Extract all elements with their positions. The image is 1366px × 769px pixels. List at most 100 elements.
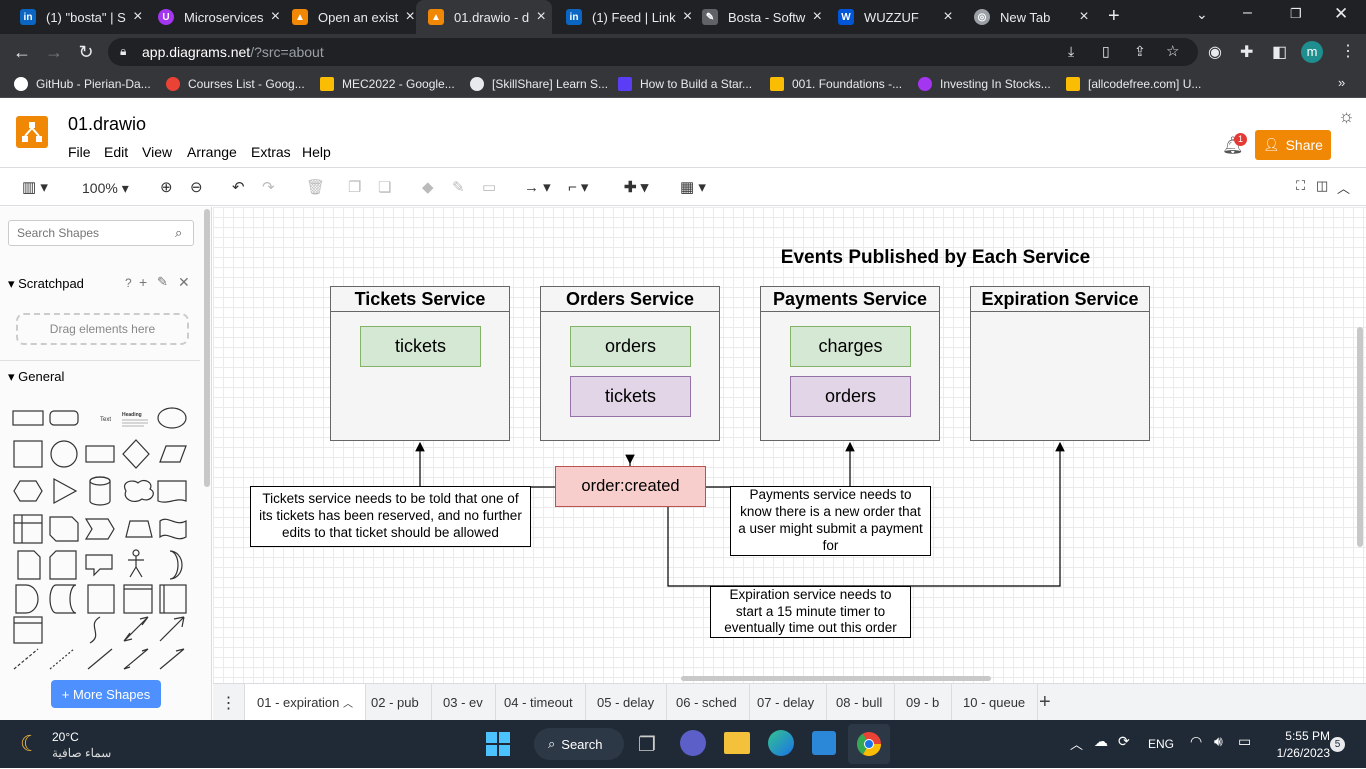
format-panel-icon[interactable]: ▥ ▾ bbox=[22, 179, 48, 196]
bookmark-item[interactable]: Courses List - Goog... bbox=[166, 75, 305, 93]
undo-icon[interactable]: ↶ bbox=[232, 179, 245, 196]
delete-icon[interactable]: 🗑︎ bbox=[306, 179, 326, 196]
browser-tab[interactable]: U Microservices × bbox=[146, 0, 280, 34]
fullscreen-icon[interactable]: ⛶ bbox=[1296, 178, 1306, 193]
bookmark-star-icon[interactable]: ☆ bbox=[1166, 43, 1180, 60]
close-tab-icon[interactable]: × bbox=[270, 8, 281, 25]
theme-sun-icon[interactable]: ☼ bbox=[1338, 106, 1355, 126]
new-tab-plus-icon[interactable]: + bbox=[1108, 5, 1120, 27]
collapse-chevron-icon[interactable]: ︿ bbox=[1337, 181, 1351, 196]
browser-tab[interactable]: ✎ Bosta - Softw × bbox=[690, 0, 824, 34]
expiration-service-box[interactable]: Expiration Service bbox=[970, 286, 1150, 441]
shape-palette-grid[interactable]: Text Heading bbox=[8, 403, 198, 670]
clock-time[interactable]: 5:55 PM bbox=[1285, 729, 1330, 743]
taskbar-search-button[interactable]: ⌕Search bbox=[534, 728, 624, 760]
redo-icon[interactable]: ↷ bbox=[262, 179, 275, 196]
show-hidden-icons-chevron[interactable]: ︿ bbox=[1070, 737, 1084, 752]
event-charges[interactable]: charges bbox=[790, 326, 911, 367]
kebab-menu-icon[interactable]: ⋮ bbox=[1340, 43, 1356, 60]
bookmark-item[interactable]: GitHub - Pierian-Da... bbox=[14, 75, 151, 93]
sidebar-scrollbar[interactable] bbox=[204, 209, 210, 487]
install-icon[interactable]: ⤓ bbox=[1068, 43, 1075, 59]
bookmark-item[interactable]: How to Build a Star... bbox=[618, 75, 752, 93]
to-front-icon[interactable]: ❐ bbox=[348, 179, 362, 196]
event-tickets[interactable]: tickets bbox=[360, 326, 481, 367]
scratchpad-drop-zone[interactable]: Drag elements here bbox=[16, 313, 189, 345]
store-icon[interactable] bbox=[812, 731, 836, 755]
scratchpad-edit-icon[interactable]: ✎ bbox=[157, 274, 168, 289]
bookmark-item[interactable]: MEC2022 - Google... bbox=[320, 75, 455, 93]
page-tab[interactable]: 05 - delay bbox=[585, 684, 668, 721]
page-tab[interactable]: 03 - ev bbox=[431, 684, 496, 721]
close-tab-icon[interactable]: × bbox=[812, 8, 822, 25]
more-bookmarks-chevron-icon[interactable]: » bbox=[1338, 75, 1346, 90]
page-tab[interactable]: 06 - sched bbox=[664, 684, 750, 721]
url-field[interactable]: 🔒︎ app.diagrams.net/?src=about ⤓ ▯ ⇪ ☆ bbox=[108, 38, 1198, 66]
share-page-icon[interactable]: ⇪ bbox=[1134, 43, 1146, 59]
diagram-canvas[interactable]: Events Published by Each Service Tickets… bbox=[213, 207, 1366, 683]
temperature[interactable]: 20°C bbox=[52, 730, 79, 744]
notification-badge[interactable]: 5 bbox=[1330, 737, 1345, 752]
expiration-note[interactable]: Expiration service needs to start a 15 m… bbox=[710, 586, 911, 638]
extensions-puzzle-icon[interactable]: ✚ bbox=[1240, 44, 1254, 61]
moon-weather-icon[interactable]: ☾ bbox=[20, 731, 40, 756]
page-tab[interactable]: 02 - pub bbox=[359, 684, 432, 721]
browser-tab[interactable]: in (1) Feed | Link × bbox=[554, 0, 692, 34]
extension-circle-icon[interactable]: ◉ bbox=[1208, 44, 1222, 61]
menu-view[interactable]: View bbox=[142, 144, 173, 160]
close-tab-icon[interactable]: × bbox=[943, 8, 953, 25]
speaker-icon[interactable]: 🔊︎ bbox=[1214, 733, 1223, 749]
event-orders[interactable]: orders bbox=[570, 326, 691, 367]
page-tab[interactable]: 08 - bull bbox=[824, 684, 896, 721]
browser-tab-active[interactable]: ▲ 01.drawio - d × bbox=[416, 0, 552, 34]
scratchpad-help-icon[interactable]: ? bbox=[125, 276, 132, 290]
page-tab[interactable]: 10 - queue bbox=[951, 684, 1039, 721]
onedrive-cloud-icon[interactable]: ☁ bbox=[1094, 733, 1108, 749]
browser-tab[interactable]: in (1) "bosta" | S × bbox=[8, 0, 146, 34]
menu-file[interactable]: File bbox=[68, 144, 91, 160]
forward-arrow-icon[interactable]: → bbox=[45, 42, 63, 62]
close-tab-icon[interactable]: × bbox=[133, 8, 143, 25]
reload-icon[interactable]: ↻ bbox=[78, 42, 94, 62]
bookmark-item[interactable]: Investing In Stocks... bbox=[918, 75, 1051, 93]
edge-browser-icon[interactable] bbox=[768, 730, 794, 756]
zoom-in-icon[interactable]: ⊕ bbox=[160, 179, 173, 196]
to-back-icon[interactable]: ❏ bbox=[378, 179, 392, 196]
zoom-out-icon[interactable]: ⊖ bbox=[190, 179, 203, 196]
tickets-service-box[interactable]: Tickets Service tickets bbox=[330, 286, 510, 441]
orders-service-box[interactable]: Orders Service orders tickets bbox=[540, 286, 720, 441]
menu-edit[interactable]: Edit bbox=[104, 144, 129, 160]
restore-icon[interactable]: ❐ bbox=[1290, 6, 1302, 21]
menu-arrange[interactable]: Arrange bbox=[187, 144, 237, 160]
windows-start-icon[interactable] bbox=[486, 732, 510, 756]
page-icon[interactable]: ▯ bbox=[1102, 43, 1110, 59]
tab-search-chevron-icon[interactable]: ⌄ bbox=[1196, 6, 1208, 22]
file-explorer-icon[interactable] bbox=[724, 732, 750, 754]
browser-tab[interactable]: W WUZZUF × bbox=[826, 0, 960, 34]
page-tab-active[interactable]: 01 - expiration ︿ bbox=[245, 684, 367, 721]
close-tab-icon[interactable]: × bbox=[682, 8, 693, 25]
canvas-vertical-scrollbar[interactable] bbox=[1357, 327, 1363, 547]
browser-tab[interactable]: ◎ New Tab × bbox=[962, 0, 1096, 34]
page-tab[interactable]: 07 - delay bbox=[745, 684, 828, 721]
menu-help[interactable]: Help bbox=[302, 144, 331, 160]
search-icon[interactable]: ⌕ bbox=[175, 225, 183, 240]
bookmark-item[interactable]: 001. Foundations -... bbox=[770, 75, 902, 93]
teams-chat-icon[interactable] bbox=[680, 730, 706, 756]
add-page-plus-icon[interactable]: + bbox=[1039, 691, 1051, 713]
sidepanel-icon[interactable]: ◧ bbox=[1272, 44, 1288, 61]
document-title[interactable]: 01.drawio bbox=[68, 114, 147, 134]
share-button[interactable]: 👤︎ Share bbox=[1255, 130, 1331, 160]
browser-tab[interactable]: ▲ Open an exist × bbox=[280, 0, 415, 34]
task-view-icon[interactable]: ❐ bbox=[638, 734, 656, 756]
payments-note[interactable]: Payments service needs to know there is … bbox=[730, 486, 931, 556]
close-tab-icon[interactable]: × bbox=[1079, 8, 1089, 25]
search-shapes-input[interactable] bbox=[8, 220, 194, 246]
event-orders[interactable]: orders bbox=[790, 376, 911, 417]
waypoints-icon[interactable]: ⌐ ▾ bbox=[568, 179, 589, 196]
minimize-icon[interactable]: – bbox=[1243, 4, 1252, 21]
back-arrow-icon[interactable]: ← bbox=[13, 42, 31, 62]
wifi-icon[interactable]: ◠ bbox=[1190, 733, 1203, 749]
scratchpad-add-icon[interactable]: + bbox=[139, 274, 148, 290]
close-window-icon[interactable]: ✕ bbox=[1334, 4, 1349, 23]
